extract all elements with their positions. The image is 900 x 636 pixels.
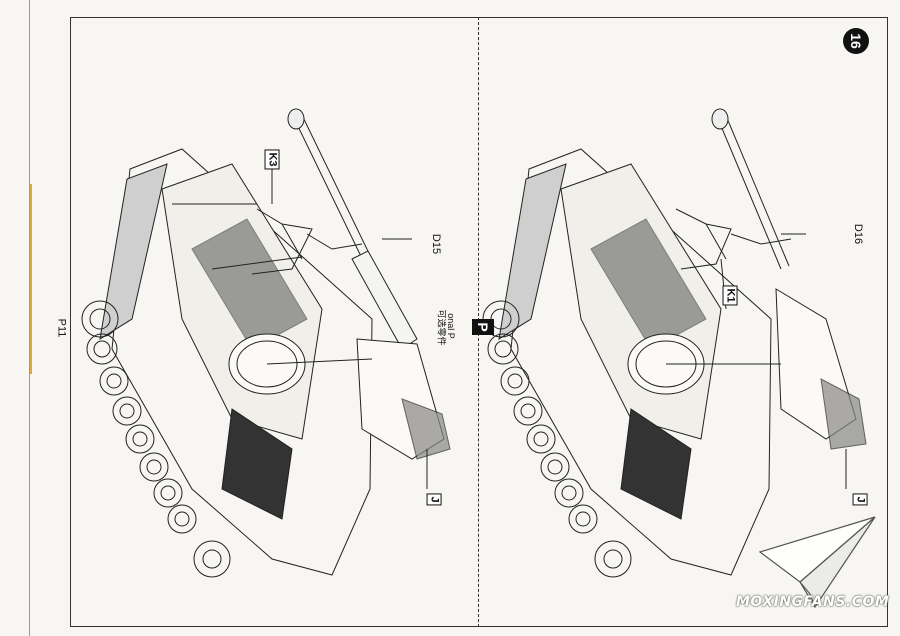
binder-line bbox=[29, 0, 30, 636]
callout-k3: K3 bbox=[264, 149, 280, 170]
callout-d16: D16 bbox=[852, 223, 865, 245]
gun-barrel bbox=[291, 110, 381, 280]
paper-plane-logo-icon bbox=[758, 516, 876, 609]
callout-k1: K1 bbox=[722, 285, 738, 306]
optional-part-marker: P onal P 可选零件 bbox=[430, 308, 508, 348]
binder-accent bbox=[30, 184, 32, 374]
optional-part-label-cn: 可选零件 bbox=[436, 309, 447, 346]
page-number: P11 bbox=[55, 318, 68, 338]
support-frame bbox=[251, 208, 313, 275]
right-assembly-drawing bbox=[482, 108, 867, 578]
drive-sprocket bbox=[81, 300, 119, 338]
leader-lines bbox=[172, 159, 428, 489]
side-skirt bbox=[191, 218, 308, 350]
engine-grille bbox=[221, 408, 293, 520]
track-strip bbox=[99, 163, 168, 341]
left-assembly-drawing bbox=[81, 108, 451, 578]
page-frame bbox=[70, 17, 888, 627]
road-wheels bbox=[86, 333, 231, 578]
callout-j-right: J bbox=[852, 493, 868, 506]
callout-j-left: J bbox=[426, 493, 442, 506]
watermark-text: MOXINGFANS.COM bbox=[736, 594, 890, 610]
callout-d15: D15 bbox=[430, 233, 443, 255]
optional-part-icon: P bbox=[472, 319, 494, 335]
